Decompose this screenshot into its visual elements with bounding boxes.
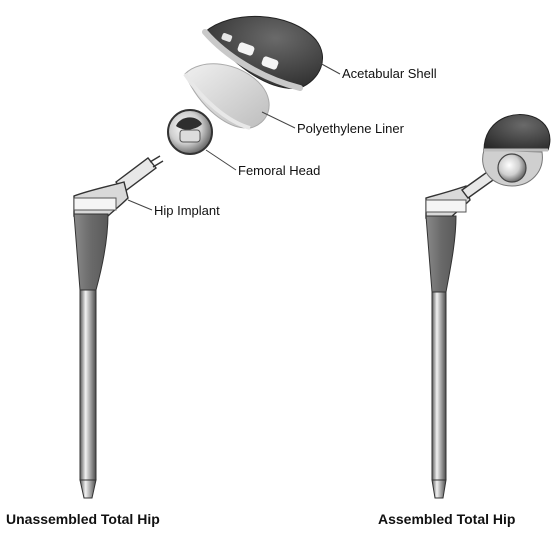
acetabular-shell-label: Acetabular Shell (342, 67, 437, 80)
hip-stem-right (426, 170, 496, 498)
assembled-caption: Assembled Total Hip (378, 512, 515, 526)
liner-leader-line (262, 112, 295, 128)
shell-leader-line (318, 62, 340, 74)
head-leader-line (206, 150, 236, 170)
polyethylene-liner-label: Polyethylene Liner (297, 122, 404, 135)
hip-implant-label: Hip Implant (154, 204, 220, 217)
unassembled-caption: Unassembled Total Hip (6, 512, 160, 526)
assembled-cup (483, 115, 550, 186)
femoral-head-label: Femoral Head (238, 164, 320, 177)
hip-stem-left (74, 156, 163, 498)
femoral-head-part (168, 110, 212, 154)
implant-leader-line (128, 200, 152, 210)
